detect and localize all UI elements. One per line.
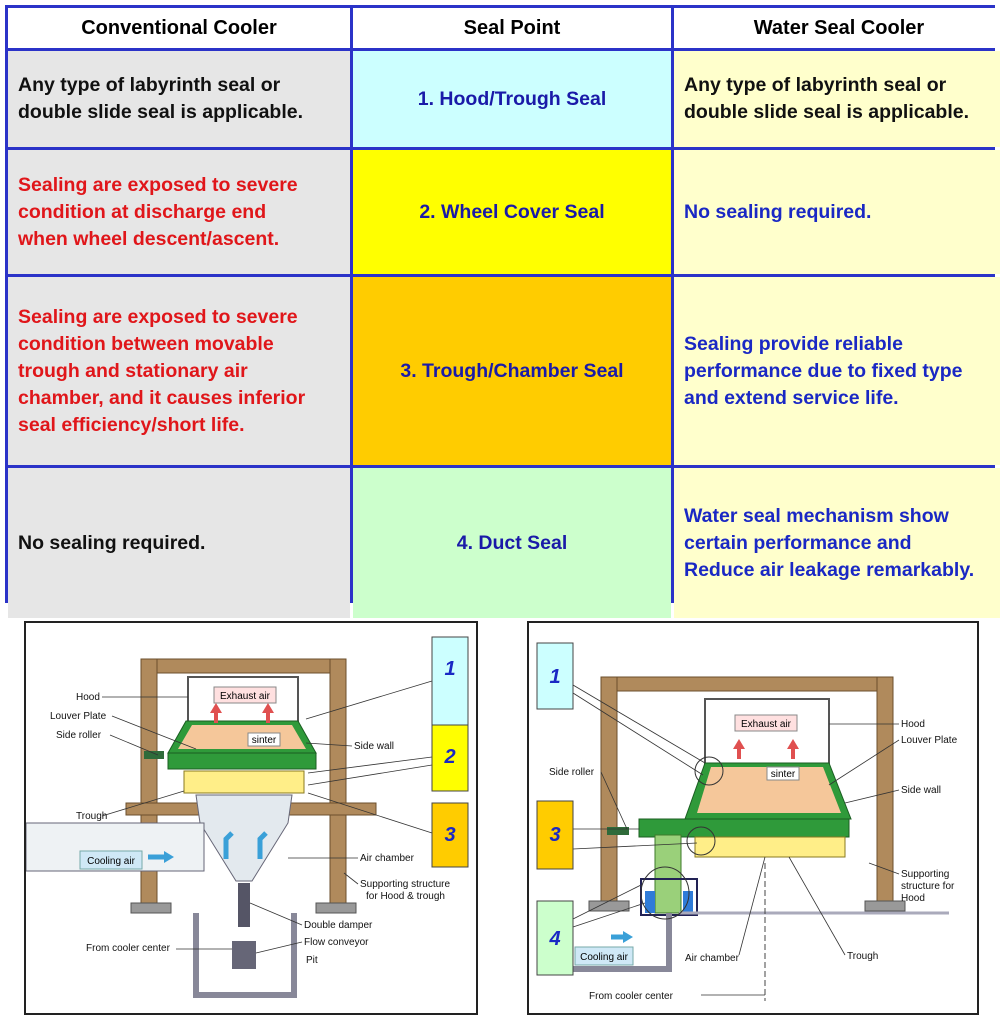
double-damper-label: Double damper [304, 920, 373, 931]
callout-number-1: 1 [549, 666, 560, 688]
callout-box-4 [536, 900, 574, 976]
callout-number-3: 3 [444, 824, 455, 846]
ground-line [549, 913, 672, 972]
cooling-air-box [574, 946, 634, 966]
exhaust-arrowhead-icon [733, 739, 745, 749]
air-duct [654, 834, 682, 914]
row4-conventional: No sealing required. [8, 468, 350, 618]
row2-water-seal: No sealing required. [674, 150, 1000, 274]
water-seal-cooler-diagram: Exhaust air sinter Cooling air Hood Louv… [527, 621, 979, 1015]
air-chamber-label: Air chamber [360, 853, 415, 864]
exhaust-air-box [734, 714, 798, 732]
leader-lines [572, 684, 900, 956]
trough-label: Trough [76, 811, 107, 822]
cooling-air-arrowhead-icon [164, 851, 174, 863]
row3-conventional: Sealing are exposed to severe condition … [8, 277, 350, 465]
callout-number-4: 4 [548, 928, 560, 950]
cooling-air-box [79, 850, 143, 870]
row3-water-seal: Sealing provide reliable performance due… [674, 277, 1000, 465]
exhaust-air-label: Exhaust air [220, 691, 271, 702]
trough [694, 836, 846, 858]
trough-label: Trough [847, 951, 878, 962]
pit-label: Pit [306, 955, 318, 966]
support-label-2: for Hood & trough [366, 891, 445, 902]
row2-seal-point: 2. Wheel Cover Seal [353, 150, 671, 274]
sinter-bed [697, 767, 841, 813]
callout-box-1 [536, 642, 574, 710]
water-seal-cooler-svg: Exhaust air sinter Cooling air Hood Louv… [536, 642, 958, 1002]
side-wall-label: Side wall [901, 785, 941, 796]
flow-arrow-icon [223, 831, 234, 859]
flow-conveyor [232, 941, 256, 969]
exhaust-air-box [213, 686, 277, 704]
row2-conventional: Sealing are exposed to severe condition … [8, 150, 350, 274]
support-label-3: Hood [901, 893, 925, 904]
exhaust-air-label: Exhaust air [741, 719, 792, 730]
conventional-cooler-svg: Exhaust air sinter Cooling air Hood Louv… [25, 636, 469, 998]
cooling-air-label: Cooling air [87, 856, 135, 867]
louver-plate-label: Louver Plate [901, 735, 958, 746]
row4-water-seal: Water seal mechanism show certain perfor… [674, 468, 1000, 618]
sinter-label: sinter [252, 735, 277, 746]
flow-arrow-icon [257, 831, 268, 859]
air-chamber-label: Air chamber [685, 953, 740, 964]
callout-number-2: 2 [443, 746, 455, 768]
side-roller-label: Side roller [56, 730, 102, 741]
row1-conventional: Any type of labyrinth seal or double sli… [8, 51, 350, 147]
row1-water-seal: Any type of labyrinth seal or double sli… [674, 51, 1000, 147]
row3-seal-point: 3. Trough/Chamber Seal [353, 277, 671, 465]
exhaust-arrowhead-icon [262, 703, 274, 713]
hood-label: Hood [76, 692, 100, 703]
side-wall-lower [167, 752, 317, 770]
pit [193, 913, 297, 998]
row1-seal-point: 1. Hood/Trough Seal [353, 51, 671, 147]
callout-number-1: 1 [444, 658, 455, 680]
callout-box-1 [431, 636, 469, 726]
sinter-box [766, 766, 800, 781]
flow-conveyor-label: Flow conveyor [304, 937, 369, 948]
comparison-table: Conventional Cooler Seal Point Water Sea… [5, 5, 1000, 618]
from-cooler-center-label: From cooler center [589, 991, 674, 1002]
conventional-cooler-diagram: Exhaust air sinter Cooling air Hood Louv… [24, 621, 478, 1015]
cooling-air-label: Cooling air [580, 952, 628, 963]
exhaust-arrowhead-icon [787, 739, 799, 749]
seal-highlight-3 [686, 826, 716, 856]
header-conventional: Conventional Cooler [8, 8, 350, 48]
from-cooler-center-label: From cooler center [86, 943, 171, 954]
hood-label: Hood [901, 719, 925, 730]
side-roller [144, 751, 164, 759]
support-label-1: Supporting [901, 869, 949, 880]
hood [704, 698, 830, 776]
callout-box-3 [536, 800, 574, 870]
support-label-1: Supporting structure [360, 879, 450, 890]
steel-frame [588, 676, 906, 912]
water-left [645, 891, 655, 913]
trough [183, 770, 305, 794]
row4-seal-point: 4. Duct Seal [353, 468, 671, 618]
double-damper [238, 883, 250, 927]
sinter-box [247, 732, 281, 747]
header-water-seal: Water Seal Cooler [674, 8, 1000, 48]
air-chamber [195, 794, 293, 882]
callout-box-2 [431, 724, 469, 792]
callout-number-3: 3 [549, 824, 560, 846]
louver-plate-label: Louver Plate [50, 711, 107, 722]
side-wall-label: Side wall [354, 741, 394, 752]
cooling-air-arrowhead-icon [623, 931, 633, 943]
sinter-label: sinter [771, 769, 796, 780]
support-label-2: structure for [901, 881, 955, 892]
seal-highlight-4 [640, 866, 690, 920]
callout-box-3 [431, 802, 469, 868]
side-roller [607, 827, 629, 835]
sinter-bed [178, 725, 306, 749]
side-roller-label: Side roller [549, 767, 595, 778]
seal-highlight-1 [694, 756, 724, 786]
leader-lines [101, 680, 433, 954]
header-seal-point: Seal Point [353, 8, 671, 48]
exhaust-arrowhead-icon [210, 703, 222, 713]
side-wall-lower [638, 818, 850, 838]
